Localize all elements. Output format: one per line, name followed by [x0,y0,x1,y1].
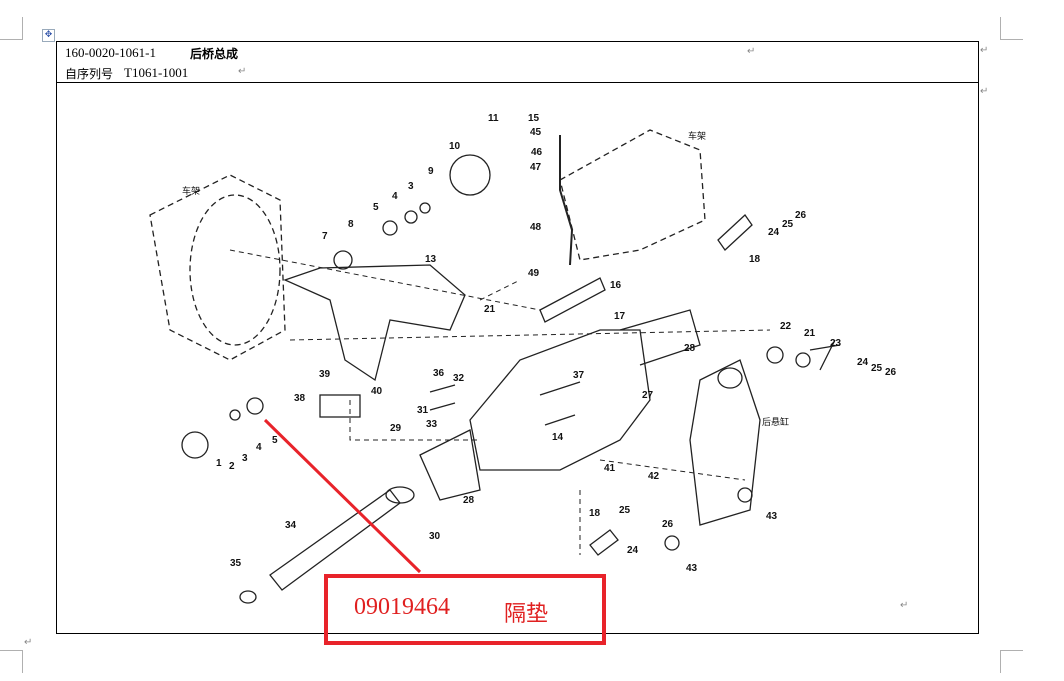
part-callout-15: 15 [528,113,540,124]
part-callout-35: 35 [230,558,242,569]
part-callout-41: 41 [604,463,616,474]
part-callout-30: 30 [429,531,441,542]
part-callout-28: 28 [684,343,696,354]
highlight-part-name: 隔垫 [504,602,549,627]
part-callout-25: 25 [871,363,883,374]
part-callout-9: 9 [428,166,434,177]
part-callout-22: 22 [780,321,792,332]
part-callout-43: 43 [766,511,778,522]
part-callout-26: 26 [795,210,807,221]
part-code: 160-0020-1061-1 [65,45,156,60]
part-callout-3: 3 [242,453,248,464]
paragraph-mark-icon: ↵ [900,600,909,611]
part-callout-24: 24 [627,545,639,556]
part-callout-38: 38 [294,393,306,404]
part-callout-16: 16 [610,280,622,291]
part-callout-8: 8 [348,219,354,230]
part-callout-26: 26 [885,367,897,378]
page-corner-mark [0,17,23,40]
part-callout-13: 13 [425,254,437,265]
part-callout-23: 23 [830,338,842,349]
part-callout-25: 25 [619,505,631,516]
part-callout-47: 47 [530,162,542,173]
paragraph-mark-icon: ↵ [747,46,756,57]
part-callout-14: 14 [552,432,564,443]
page-corner-mark [0,650,23,673]
part-callout-5: 5 [373,202,379,213]
part-callout-48: 48 [530,222,542,233]
part-callout-10: 10 [449,141,461,152]
part-callout-33: 33 [426,419,438,430]
table-move-handle-icon[interactable]: ✥ [42,29,55,42]
diagram-frame-label: 后悬缸 [762,416,789,428]
part-callout-43: 43 [686,563,698,574]
part-callout-18: 18 [589,508,601,519]
part-callout-29: 29 [390,423,402,434]
part-callout-21: 21 [804,328,816,339]
part-callout-31: 31 [417,405,429,416]
part-callout-24: 24 [857,357,869,368]
part-callout-37: 37 [573,370,585,381]
highlight-part-number: 09019464 [354,594,450,620]
part-callout-36: 36 [433,368,445,379]
part-callout-45: 45 [530,127,542,138]
paragraph-mark-icon: ↵ [980,86,989,97]
part-callout-27: 27 [642,390,654,401]
part-callout-18: 18 [749,254,761,265]
part-callout-28: 28 [463,495,475,506]
part-callout-40: 40 [371,386,383,397]
part-callout-11: 11 [488,113,499,124]
assembly-title: 后桥总成 [190,47,239,61]
paragraph-mark-icon: ↵ [238,66,247,77]
table-header-cell: 160-0020-1061-1 后桥总成 自序列号 T1061-1001 ↵ ↵ [57,42,978,83]
serial-value: T1061-1001 [124,65,189,80]
diagram-frame-label: 车架 [182,185,200,197]
part-callout-26: 26 [662,519,674,530]
part-callout-24: 24 [768,227,780,238]
part-callout-4: 4 [256,442,262,453]
part-callout-3: 3 [408,181,414,192]
serial-label: 自序列号 [65,67,114,81]
callout-leader-line [263,418,422,574]
part-callout-2: 2 [229,461,235,472]
page-corner-mark [1000,650,1023,673]
part-callout-17: 17 [614,311,626,322]
part-callout-32: 32 [453,373,465,384]
part-callout-1: 1 [216,458,222,469]
part-callout-46: 46 [531,147,543,158]
highlight-callout-box: 09019464 隔垫 [324,574,606,645]
part-callout-5: 5 [272,435,278,446]
part-callout-49: 49 [528,268,540,279]
paragraph-mark-icon: ↵ [24,637,33,648]
part-callout-7: 7 [322,231,328,242]
part-callout-25: 25 [782,219,794,230]
part-callout-42: 42 [648,471,660,482]
part-callout-34: 34 [285,520,297,531]
paragraph-mark-icon: ↵ [980,45,989,56]
diagram-frame-label: 车架 [688,130,706,142]
page-corner-mark [1000,17,1023,40]
part-callout-21: 21 [484,304,496,315]
part-callout-39: 39 [319,369,331,380]
part-callout-4: 4 [392,191,398,202]
document-table: 160-0020-1061-1 后桥总成 自序列号 T1061-1001 ↵ ↵ [56,41,979,634]
